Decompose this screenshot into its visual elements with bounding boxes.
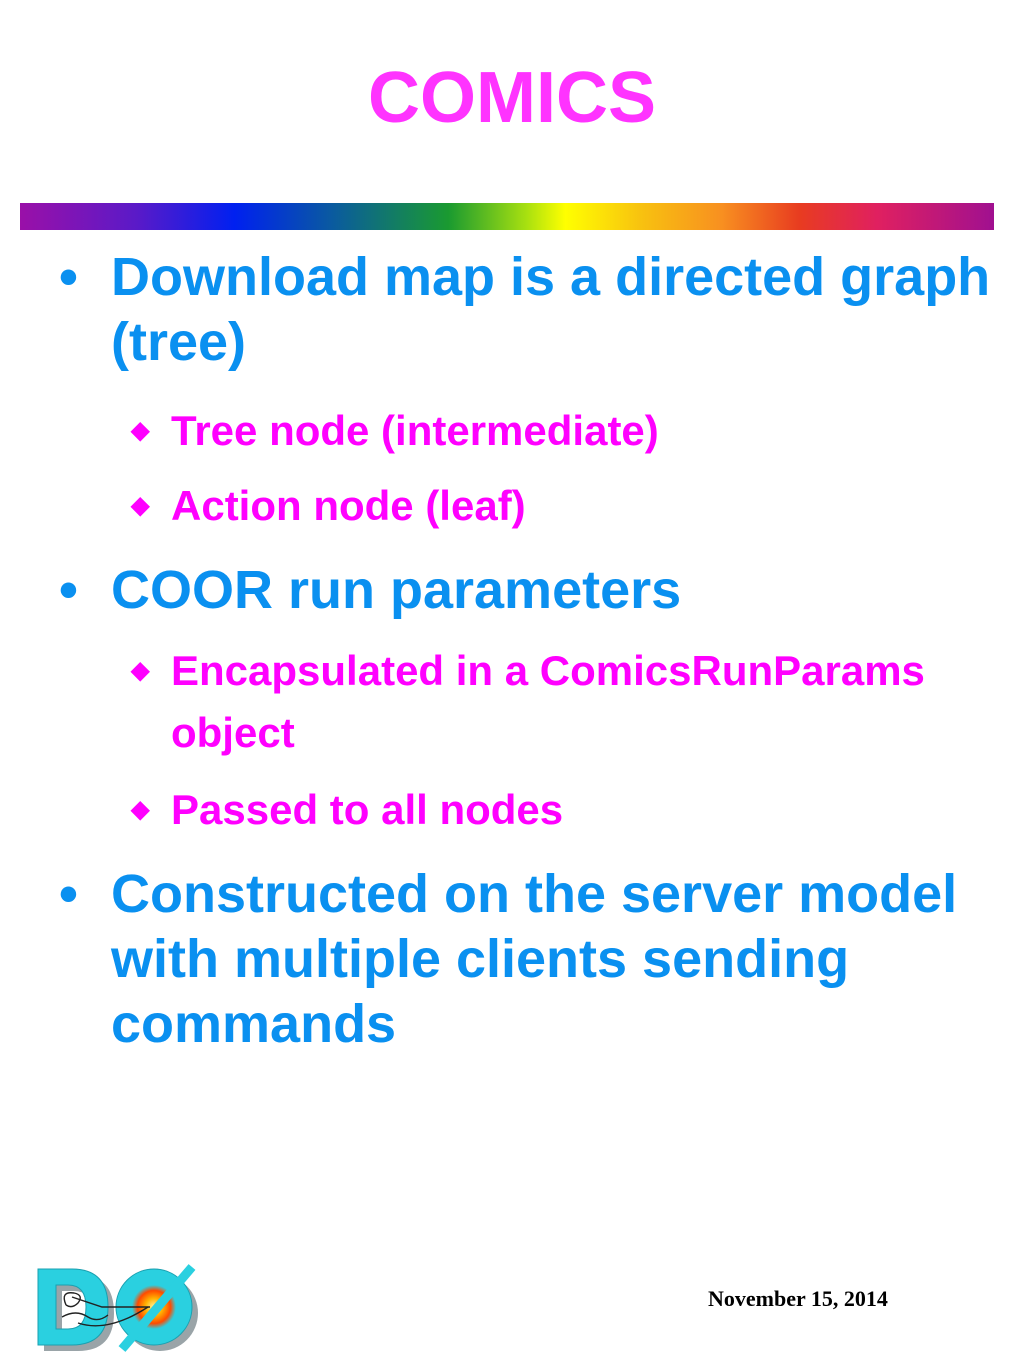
sub-bullet-item-2-2: ◆ Passed to all nodes [131, 779, 991, 841]
sub-bullet-text: Passed to all nodes [171, 786, 564, 833]
bullet-dot-icon: • [59, 864, 78, 924]
diamond-bullet-icon: ◆ [131, 796, 150, 823]
bullet-item-1: • Download map is a directed graph (tree… [59, 245, 991, 375]
bullet-item-2: • COOR run parameters [59, 558, 991, 623]
logo-particle-tracks [61, 1292, 150, 1327]
bullet-text: Download map is a directed graph (tree) [111, 247, 991, 372]
sub-bullet-text: Tree node (intermediate) [171, 407, 659, 454]
bullet-dot-icon: • [59, 560, 78, 620]
bullet-text: COOR run parameters [111, 560, 682, 620]
footer-date: November 15, 2014 [708, 1286, 888, 1311]
sub-bullet-text: Action node (leaf) [171, 482, 526, 529]
logo-letter-zero [115, 1264, 196, 1352]
sub-bullet-text: Encapsulated in a ComicsRunParams object [171, 647, 925, 756]
sub-bullet-item-2-1: ◆ Encapsulated in a ComicsRunParams obje… [131, 640, 991, 764]
sub-bullet-item-1-1: ◆ Tree node (intermediate) [131, 400, 991, 462]
bullet-dot-icon: • [59, 247, 78, 307]
dzero-logo [37, 1264, 198, 1352]
slide-title: COMICS [368, 58, 656, 138]
bullet-item-3: • Constructed on the server model with m… [59, 862, 991, 1057]
sub-bullet-item-1-2: ◆ Action node (leaf) [131, 475, 991, 537]
diamond-bullet-icon: ◆ [131, 657, 150, 684]
rainbow-divider-bar [20, 203, 994, 230]
bullet-text: Constructed on the server model with mul… [111, 864, 958, 1054]
diamond-bullet-icon: ◆ [131, 492, 150, 519]
diamond-bullet-icon: ◆ [131, 417, 150, 444]
